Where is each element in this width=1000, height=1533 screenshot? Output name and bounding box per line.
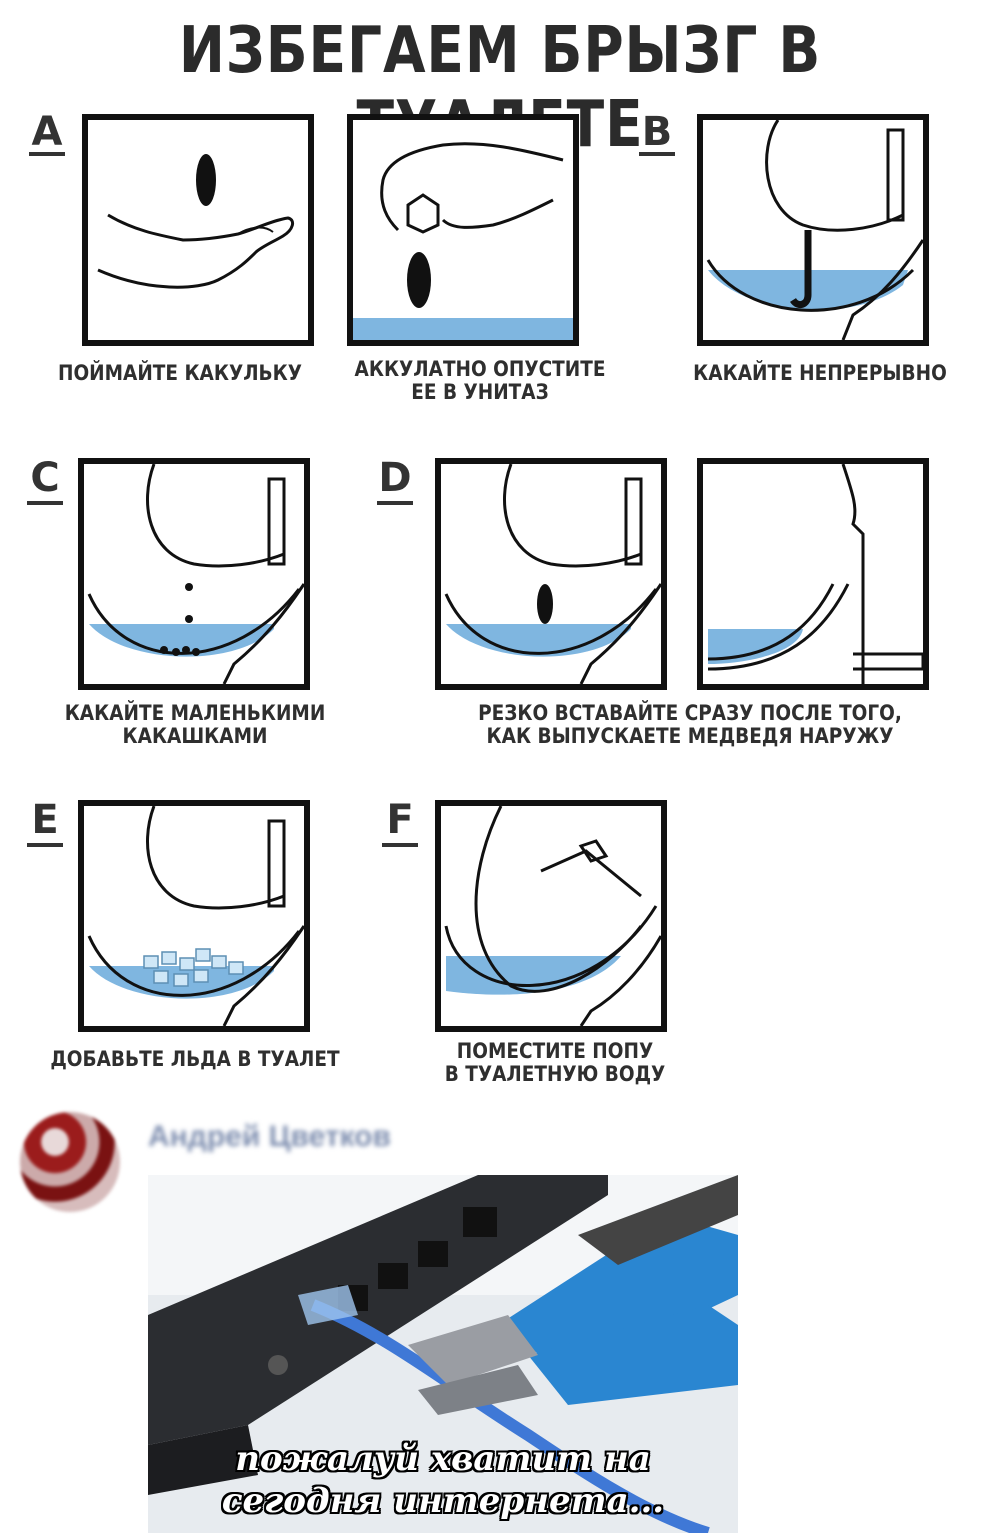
caption-stand-line2: КАК ВЫПУСКАЕТЕ МЕДВЕДЯ НАРУЖУ: [486, 724, 894, 748]
caption-small-line2: КАКАШКАМИ: [122, 724, 268, 748]
panel-small-poops: [78, 458, 310, 690]
step-letter-c: C: [30, 455, 60, 501]
caption-ice: ДОБАВЬТЕ ЛЬДА В ТУАЛЕТ: [50, 1047, 340, 1071]
letter-underline: [27, 501, 63, 505]
avatar[interactable]: [20, 1112, 120, 1212]
lower-poop-illustration: [353, 142, 573, 340]
small-poops-illustration: [87, 464, 304, 684]
letter-underline: [639, 152, 675, 156]
panel-lower-poop: [347, 114, 579, 346]
ice-cubes: [143, 948, 244, 987]
photo-caption-line2: сегодня интернета...: [221, 1481, 665, 1521]
caption-butt-line2: В ТУАЛЕТНУЮ ВОДУ: [444, 1062, 666, 1086]
panel-stand-up-1: [435, 458, 667, 690]
stand-up-illustration-1: [444, 464, 661, 684]
butt-in-water-illustration: [444, 806, 661, 1026]
panel-stand-up-2: [697, 458, 929, 690]
panel-butt-in-water: [435, 800, 667, 1032]
author-name[interactable]: Андрей Цветков: [148, 1120, 391, 1153]
catch-poop-illustration: [97, 154, 295, 289]
continuous-illustration: [706, 120, 923, 340]
letter-underline: [377, 501, 413, 505]
caption-small-line1: КАКАЙТЕ МАЛЕНЬКИМИ: [64, 701, 326, 725]
step-letter-a: A: [31, 109, 63, 155]
caption-continuous: КАКАЙТЕ НЕПРЕРЫВНО: [693, 361, 947, 385]
router-cable-cutter-image: [148, 1175, 738, 1533]
panel-continuous: [697, 114, 929, 346]
step-letter-d: D: [378, 455, 412, 501]
panel-catch-poop: [82, 114, 314, 346]
caption-lower-line2: ЕЕ В УНИТАЗ: [411, 380, 549, 404]
photo-caption-line1: пожалуй хватит на: [235, 1439, 651, 1479]
step-letter-e: E: [31, 797, 59, 843]
attached-photo[interactable]: пожалуй хватит на сегодня интернета...: [148, 1175, 738, 1533]
caption-stand-line1: РЕЗКО ВСТАВАЙТЕ СРАЗУ ПОСЛЕ ТОГО,: [478, 701, 902, 725]
letter-underline: [382, 843, 418, 847]
stand-up-illustration-2: [707, 464, 923, 684]
step-letter-b: B: [641, 109, 673, 155]
step-letter-f: F: [386, 797, 414, 843]
letter-underline: [27, 843, 63, 847]
panel-ice: [78, 800, 310, 1032]
caption-butt-line1: ПОМЕСТИТЕ ПОПУ: [456, 1039, 654, 1063]
ice-illustration: [87, 806, 304, 1026]
caption-catch: ПОЙМАЙТЕ КАКУЛЬКУ: [57, 361, 303, 385]
letter-underline: [29, 152, 65, 156]
caption-lower-line1: АККУЛАТНО ОПУСТИТЕ: [354, 357, 606, 381]
